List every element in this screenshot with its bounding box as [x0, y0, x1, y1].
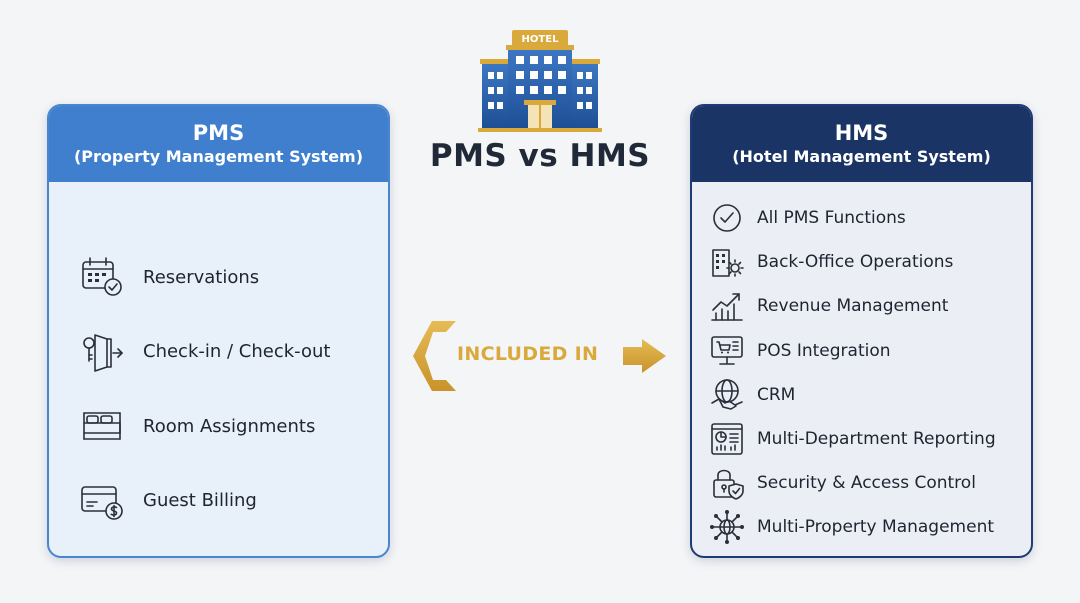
pms-header: PMS (Property Management System) [49, 106, 388, 182]
key-door-icon [83, 333, 123, 372]
hms-header: HMS (Hotel Management System) [692, 106, 1031, 182]
list-item: Back-Office Operations [709, 240, 1031, 284]
pms-title: PMS [192, 121, 245, 145]
list-item: Security & Access Control [709, 461, 1031, 505]
hms-item-label: Multi-Department Reporting [757, 429, 996, 450]
pms-subtitle: (Property Management System) [73, 147, 364, 166]
hms-title: HMS [834, 121, 889, 145]
hms-panel: HMS (Hotel Management System) All PMS Fu… [690, 104, 1033, 558]
check-circle-icon [713, 204, 741, 232]
hotel-building-icon: HOTEL [478, 30, 602, 132]
list-item: Guest Billing [79, 464, 388, 539]
hotel-sign-text: HOTEL [522, 34, 560, 45]
list-item: All PMS Functions [709, 196, 1031, 240]
list-item: Check-in / Check-out [79, 315, 388, 390]
pms-item-label: Check-in / Check-out [143, 341, 331, 363]
list-item: Room Assignments [79, 389, 388, 464]
list-item: POS Integration [709, 329, 1031, 373]
connector-label: INCLUDED IN [457, 343, 599, 365]
pms-item-label: Room Assignments [143, 415, 316, 437]
hms-subtitle: (Hotel Management System) [732, 147, 991, 166]
list-item: Multi-Property Management [709, 505, 1031, 549]
pos-terminal-icon [711, 335, 743, 365]
hms-item-label: CRM [757, 384, 796, 405]
hms-item-label: Back-Office Operations [757, 252, 954, 273]
list-item: Reservations [79, 240, 388, 315]
pms-feature-list: Reservations Check-in / Check-out [49, 182, 388, 538]
list-item: CRM [709, 373, 1031, 417]
hms-item-label: Security & Access Control [757, 473, 976, 494]
growth-chart-icon [711, 293, 743, 322]
page-title: PMS vs HMS [429, 138, 651, 174]
list-item: Revenue Management [709, 284, 1031, 328]
pms-item-label: Reservations [143, 266, 260, 288]
lock-shield-icon [713, 469, 744, 501]
credit-card-dollar-icon [81, 485, 123, 520]
report-dashboard-icon [711, 423, 743, 455]
hms-item-label: Revenue Management [757, 296, 949, 317]
list-item: Multi-Department Reporting [709, 417, 1031, 461]
pms-panel: PMS (Property Management System) Reserva… [47, 104, 390, 558]
pms-item-label: Guest Billing [143, 490, 257, 512]
bed-icon [83, 412, 121, 441]
included-in-arrow [413, 321, 666, 391]
hms-item-label: POS Integration [757, 340, 891, 361]
building-gear-icon [712, 249, 744, 278]
network-globe-icon [710, 510, 744, 545]
hms-item-label: All PMS Functions [757, 208, 906, 229]
hms-item-label: Multi-Property Management [757, 517, 995, 538]
hms-feature-list: All PMS Functions Back-Office Operations [692, 182, 1031, 550]
globe-handshake-icon [711, 379, 743, 410]
calendar-check-icon [82, 257, 122, 297]
